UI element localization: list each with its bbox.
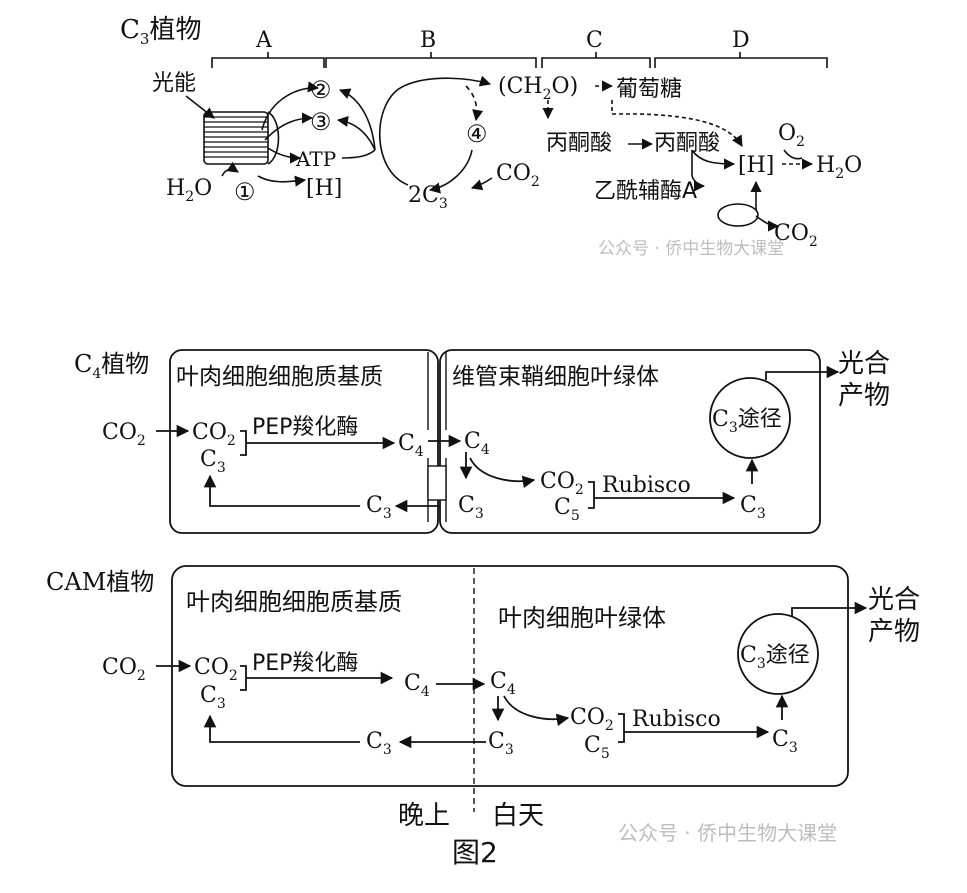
light-energy-label: 光能 [152, 71, 196, 96]
ch2o-label: (CH2O) [498, 74, 578, 103]
cam-title: CAM植物 [46, 568, 154, 596]
atp-label: ATP [295, 147, 336, 171]
cam-product-line2: 产物 [868, 617, 920, 647]
c4-mesophyll-label: 叶肉细胞细胞质基质 [176, 364, 383, 390]
cam-c3-meso: C3 [200, 683, 226, 712]
c4-c3-pathway-circle [709, 377, 791, 459]
night-label: 晚上 [398, 801, 450, 831]
acetyl-coa-label: 乙酰辅酶A [594, 179, 697, 204]
c4-pep-enzyme-label: PEP羧化酶 [252, 415, 358, 440]
cam-c4-night: C4 [404, 671, 430, 700]
c4-product-line2: 产物 [838, 381, 890, 411]
h2o-left-label: H2O [166, 176, 212, 205]
cam-plant-labels: CAM植物 叶肉细胞细胞质基质 叶肉细胞叶绿体 光合 产物 CO2 CO2 C3… [46, 568, 920, 869]
section-b: B [420, 28, 436, 53]
pyruvate-label-2: 丙酮酸 [654, 131, 720, 156]
calvin-cycle-arc-left [379, 85, 409, 186]
day-label: 白天 [492, 801, 544, 831]
co2-label-b: CO2 [496, 161, 540, 190]
section-a: A [255, 28, 273, 53]
citric-acid-cycle [717, 203, 759, 227]
h2o-right-label: H2O [816, 153, 862, 182]
cam-co2-day: CO2 [570, 705, 614, 734]
cam-c3-pathway-label: C3途径 [740, 643, 810, 672]
cam-plant-diagram [156, 565, 868, 812]
cam-co2-input: CO2 [102, 655, 146, 684]
cam-left-label: 叶肉细胞细胞质基质 [186, 588, 402, 616]
o2-label: O2 [778, 121, 805, 150]
cam-right-label: 叶肉细胞叶绿体 [498, 604, 666, 632]
c4-plant-diagram [156, 349, 840, 534]
c3-plant-diagram [185, 52, 828, 232]
section-d: D [732, 28, 750, 53]
cam-c3-out: C3 [772, 727, 798, 756]
cam-product-line1: 光合 [868, 585, 920, 615]
cam-co2-meso: CO2 [194, 655, 238, 684]
c4-co2-input: CO2 [102, 420, 146, 449]
c4-c3-pathway-label: C3途径 [712, 407, 782, 436]
brace-a [211, 52, 325, 68]
watermark-top: 公众号 · 侨中生物大课堂 [598, 239, 784, 259]
c4-c4-meso: C4 [398, 431, 424, 460]
cam-c4-day: C4 [490, 669, 516, 698]
c4-rubisco-label: Rubisco [602, 473, 691, 498]
cam-c3-pathway-circle [737, 613, 819, 695]
glucose-label: 葡萄糖 [616, 77, 682, 102]
brace-b [325, 52, 537, 68]
h-label-left: [H] [306, 176, 342, 201]
c3-title: C3植物 [120, 15, 201, 48]
circled-3: ③ [310, 108, 332, 136]
c4-title: C4植物 [74, 350, 149, 382]
c4-c5-bundle: C5 [554, 495, 580, 524]
c4-c4-bundle: C4 [464, 429, 490, 458]
cam-rubisco-label: Rubisco [632, 707, 721, 732]
pyruvate-label-1: 丙酮酸 [546, 131, 612, 156]
circled-1: ① [234, 178, 256, 206]
h-label-right: [H] [738, 153, 774, 178]
c4-c3-out: C3 [740, 493, 766, 522]
cam-cell-box [171, 565, 849, 787]
c4-c3-bundle: C3 [458, 493, 484, 522]
circled-4: ④ [466, 120, 488, 148]
circled-2: ② [310, 76, 332, 104]
c4-product-line1: 光合 [838, 349, 890, 379]
cam-pep-enzyme-label: PEP羧化酶 [252, 651, 358, 676]
calvin-cycle-dashed [465, 85, 484, 122]
c4-plant-labels: C4植物 叶肉细胞细胞质基质 维管束鞘细胞叶绿体 光合 产物 CO2 CO2 C… [74, 349, 890, 524]
c4-bundle-sheath-label: 维管束鞘细胞叶绿体 [452, 364, 659, 390]
cam-c3-return: C3 [366, 729, 392, 758]
watermark-bottom: 公众号 · 侨中生物大课堂 [618, 821, 837, 845]
c4-c3-return: C3 [366, 493, 392, 522]
brace-c [541, 52, 651, 68]
cam-c3-day: C3 [488, 729, 514, 758]
c4-co2-bundle: CO2 [540, 469, 584, 498]
co2-out-label: CO2 [774, 221, 818, 250]
section-c: C [586, 28, 603, 53]
c4-c3-meso: C3 [200, 447, 226, 476]
two-c3-label: 2C3 [408, 183, 448, 212]
brace-d [654, 52, 828, 68]
cam-c5-day: C5 [584, 733, 610, 762]
c3-plant-labels: C3植物 A B C D 光能 H2O ① ② ③ ④ ATP [H] (CH2… [120, 15, 862, 259]
c4-co2-meso: CO2 [192, 420, 236, 449]
figure-label: 图2 [452, 836, 498, 869]
